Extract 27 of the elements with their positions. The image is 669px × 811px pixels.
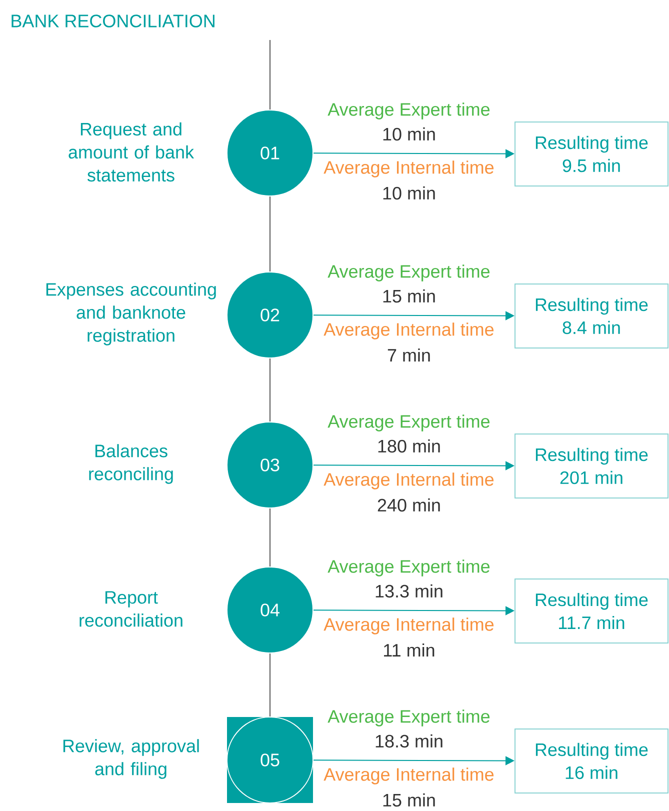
time-value: 180 min — [378, 439, 440, 453]
step-label: Balances reconciling — [89, 444, 173, 484]
result-box: Resulting time 8.4 min — [514, 284, 668, 348]
time-value: 11 min — [384, 643, 434, 657]
time-caption: Average Internal time — [324, 618, 494, 634]
time-value: 13.3 min — [376, 584, 442, 598]
time-caption: Average Expert time — [328, 710, 490, 726]
result-box: Resulting time 9.5 min — [514, 122, 668, 186]
title: BANK RECONCILIATION — [12, 14, 214, 28]
time-caption: Average Internal time — [324, 768, 494, 784]
time-value: 240 min — [378, 498, 440, 512]
time-value: 10 min — [383, 186, 435, 200]
time-caption: Average Internal time — [324, 160, 494, 178]
time-value: 18.3 min — [376, 734, 442, 748]
result-box: Resulting time 201 min — [514, 434, 668, 498]
time-caption: Average Expert time — [328, 414, 490, 432]
time-caption: Average Internal time — [324, 322, 494, 340]
result-box: Resulting time 16 min — [514, 728, 668, 794]
time-value: 15 min — [383, 289, 435, 303]
time-caption: Average Internal time — [324, 472, 494, 490]
time-value: 7 min — [388, 348, 430, 362]
time-value: 10 min — [383, 127, 435, 141]
time-caption: Average Expert time — [328, 560, 490, 576]
time-value: 15 min — [383, 793, 435, 807]
result-box: Resulting time 11.7 min — [514, 578, 668, 644]
time-caption: Average Expert time — [328, 102, 490, 120]
time-caption: Average Expert time — [328, 264, 490, 282]
